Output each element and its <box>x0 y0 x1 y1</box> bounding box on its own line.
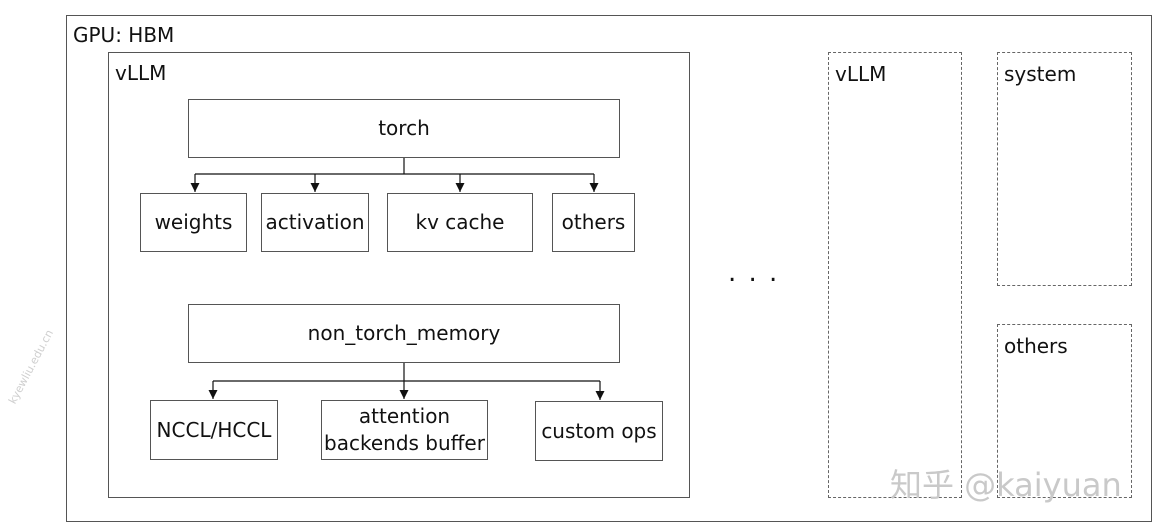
torch-box: torch <box>188 99 620 158</box>
weights-label: weights <box>154 210 233 234</box>
torch-label: torch <box>378 116 430 140</box>
weights-box: weights <box>140 193 247 252</box>
system-box: system <box>997 52 1132 286</box>
ellipsis: . . . <box>728 258 780 288</box>
non-torch-memory-label: non_torch_memory <box>307 321 501 345</box>
attention-line-1: attention <box>358 404 451 428</box>
attention-line-2: backends buffer <box>324 431 485 455</box>
attention-backends-buffer-text: attention backends buffer <box>324 403 485 457</box>
gpu-hbm-label: GPU: HBM <box>73 23 175 47</box>
zhihu-watermark: 知乎 @kaiyuan <box>890 466 1122 504</box>
kv-cache-box: kv cache <box>387 193 533 252</box>
non-torch-memory-box: non_torch_memory <box>188 304 620 363</box>
nccl-hccl-box: NCCL/HCCL <box>150 400 278 460</box>
vllm-main-label: vLLM <box>115 61 167 85</box>
torch-others-label: others <box>561 210 626 234</box>
attention-backends-buffer-box: attention backends buffer <box>321 400 488 460</box>
custom-ops-box: custom ops <box>535 401 663 461</box>
nccl-hccl-label: NCCL/HCCL <box>156 417 272 442</box>
vllm-other-label: vLLM <box>835 62 887 86</box>
activation-label: activation <box>265 210 365 234</box>
vllm-other-box: vLLM <box>828 52 962 498</box>
torch-others-box: others <box>552 193 635 252</box>
others-right-box: others <box>997 324 1132 498</box>
custom-ops-label: custom ops <box>541 418 657 443</box>
kv-cache-label: kv cache <box>415 210 505 234</box>
activation-box: activation <box>261 193 369 252</box>
system-label: system <box>1004 62 1077 86</box>
others-right-label: others <box>1004 334 1068 358</box>
